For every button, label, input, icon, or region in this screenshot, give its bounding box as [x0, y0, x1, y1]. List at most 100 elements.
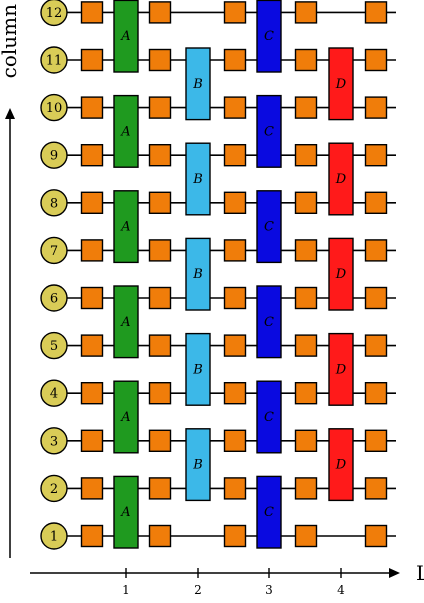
gate-c-rows-9-10	[256, 94, 282, 168]
site-square-row-11-col-4	[294, 48, 318, 72]
site-square-row-6-col-1	[80, 286, 104, 310]
gate-c-rows-11-12	[256, 0, 282, 73]
gate-label: B	[192, 362, 203, 377]
site-square-row-7-col-3	[223, 239, 247, 262]
site-square-row-3-col-4	[294, 429, 318, 452]
gate-label: B	[192, 458, 203, 473]
gate-label: C	[264, 220, 274, 235]
x-axis-label: L	[416, 561, 424, 585]
gate-label: C	[264, 505, 274, 520]
site-square-row-11-col-2	[148, 48, 172, 72]
gate-label: B	[192, 267, 203, 282]
x-tick-label: 2	[194, 583, 202, 597]
site-square-row-2-col-4	[294, 477, 318, 500]
site-square-row-8-col-4	[294, 191, 318, 215]
site-square-row-10-col-4	[294, 96, 318, 119]
site-square-row-5-col-4	[294, 334, 318, 357]
site-square-row-12-col-5	[364, 1, 388, 24]
site-square-row-9-col-1	[80, 143, 104, 167]
site-square-row-4-col-2	[148, 382, 172, 405]
gate-b-rows-6-7	[185, 237, 211, 311]
site-square-row-3-col-5	[364, 429, 388, 452]
gate-c-rows-7-8	[256, 190, 282, 264]
row-circle-1	[40, 522, 68, 550]
row-number-label: 10	[46, 101, 63, 116]
site-square-row-1-col-2	[148, 524, 172, 548]
site-square-row-6-col-3	[223, 286, 247, 310]
row-number-label: 5	[50, 339, 58, 354]
site-square-row-5-col-5	[364, 334, 388, 357]
site-square-row-4-col-4	[294, 382, 318, 405]
gate-a-rows-11-12	[113, 0, 139, 73]
row-circle-10	[40, 93, 68, 122]
row-number-label: 12	[46, 6, 63, 21]
gate-c-rows-1-2	[256, 475, 282, 549]
site-square-row-10-col-2	[148, 96, 172, 119]
gate-d-rows-8-9	[328, 142, 354, 216]
site-square-row-6-col-2	[148, 286, 172, 310]
gate-a-rows-5-6	[113, 285, 139, 359]
gate-label: A	[120, 315, 130, 330]
site-square-row-6-col-5	[364, 286, 388, 310]
gate-a-rows-3-4	[113, 380, 139, 454]
x-axis-arrow-icon	[389, 568, 400, 578]
row-circle-12	[40, 0, 68, 27]
row-number-label: 1	[50, 530, 58, 545]
gate-label: D	[335, 267, 347, 282]
gate-label: C	[264, 124, 274, 139]
gate-d-rows-2-3	[328, 428, 354, 502]
site-square-row-8-col-2	[148, 191, 172, 215]
gate-b-rows-8-9	[185, 142, 211, 216]
gate-label: D	[335, 362, 347, 377]
x-tick-label: 4	[337, 583, 345, 597]
site-square-row-2-col-3	[223, 477, 247, 500]
gate-label: A	[120, 220, 130, 235]
site-square-row-1-col-5	[364, 524, 388, 548]
row-circle-2	[40, 474, 68, 503]
site-square-row-11-col-1	[80, 48, 104, 72]
row-number-label: 4	[50, 387, 58, 402]
site-square-row-11-col-3	[223, 48, 247, 72]
site-square-row-3-col-1	[80, 429, 104, 452]
site-square-row-5-col-2	[148, 334, 172, 357]
site-square-row-5-col-1	[80, 334, 104, 357]
site-square-row-4-col-3	[223, 382, 247, 405]
y-axis-arrow-icon	[5, 108, 15, 119]
gate-a-rows-7-8	[113, 190, 139, 264]
site-square-row-8-col-1	[80, 191, 104, 215]
site-square-row-9-col-4	[294, 143, 318, 167]
gate-d-rows-4-5	[328, 332, 354, 406]
site-square-row-12-col-1	[80, 1, 104, 24]
site-square-row-12-col-2	[148, 1, 172, 24]
gate-label: D	[335, 77, 347, 92]
site-square-row-1-col-4	[294, 524, 318, 548]
site-square-row-8-col-5	[364, 191, 388, 215]
row-circle-3	[40, 427, 68, 455]
row-number-label: 2	[50, 482, 58, 497]
gate-label: C	[264, 315, 274, 330]
row-circle-6	[40, 284, 68, 312]
row-circle-8	[40, 189, 68, 217]
site-square-row-7-col-5	[364, 239, 388, 262]
gate-label: C	[264, 29, 274, 44]
gate-b-rows-4-5	[185, 332, 211, 406]
site-square-row-3-col-2	[148, 429, 172, 452]
site-square-row-7-col-2	[148, 239, 172, 262]
site-square-row-2-col-5	[364, 477, 388, 500]
gate-label: A	[120, 124, 130, 139]
site-square-row-9-col-2	[148, 143, 172, 167]
row-circle-9	[40, 141, 68, 169]
gate-label: A	[120, 410, 130, 425]
site-square-row-4-col-1	[80, 382, 104, 405]
row-number-label: 9	[50, 149, 58, 164]
gate-label: C	[264, 410, 274, 425]
site-square-row-9-col-3	[223, 143, 247, 167]
site-square-row-3-col-3	[223, 429, 247, 452]
row-number-label: 3	[50, 434, 58, 449]
gate-b-rows-10-11	[185, 47, 211, 121]
site-square-row-4-col-5	[364, 382, 388, 405]
site-square-row-10-col-3	[223, 96, 247, 119]
gate-d-rows-10-11	[328, 47, 354, 121]
